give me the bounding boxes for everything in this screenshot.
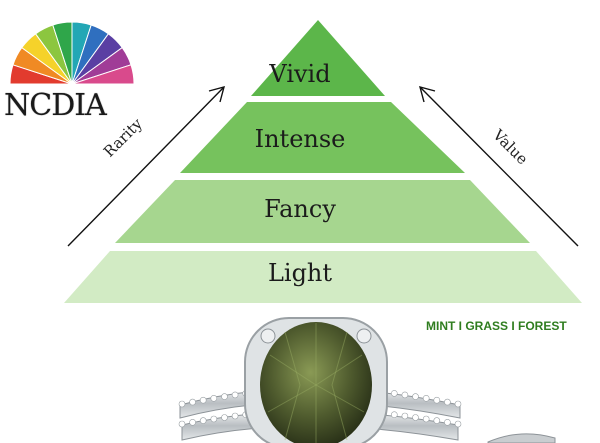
pave-diamond — [454, 400, 462, 408]
prong — [260, 328, 276, 344]
pave-diamond — [444, 418, 451, 426]
pave-diamond — [210, 415, 218, 423]
pave-diamond — [401, 391, 409, 399]
pave-diamond — [422, 394, 430, 402]
pave-diamond — [444, 398, 451, 406]
pave-diamond — [178, 420, 186, 428]
pave-diamond — [231, 412, 239, 420]
logo-text: NCDIA — [4, 88, 107, 123]
pave-diamond — [412, 414, 419, 421]
pave-diamond — [390, 390, 398, 397]
logo-fan-icon — [9, 21, 135, 85]
pave-diamond — [422, 415, 430, 423]
pyramid-tier-fancy — [115, 180, 530, 243]
pave-diamond — [189, 398, 196, 406]
ring-photo — [178, 317, 556, 443]
pave-diamond — [178, 400, 186, 408]
prong — [356, 328, 372, 344]
pave-diamond — [231, 391, 239, 399]
pyramid-tier-light — [64, 251, 582, 303]
ring-band-right — [487, 433, 556, 443]
pave-diamond — [199, 417, 207, 424]
value-arrow — [419, 86, 579, 247]
pave-diamond — [221, 414, 228, 421]
tier-label-fancy: Fancy — [264, 195, 336, 223]
pyramid-tier-vivid — [251, 20, 385, 96]
rarity-arrow — [67, 86, 225, 247]
pyramid-tier-intense — [180, 102, 465, 173]
pave-diamond — [433, 396, 441, 404]
pave-diamond — [454, 420, 462, 428]
pave-diamond — [401, 412, 409, 420]
pave-diamond — [412, 393, 419, 400]
color-names-caption: MINT I GRASS I FOREST — [426, 319, 567, 333]
pave-diamond — [189, 418, 196, 426]
center-stone — [260, 322, 372, 443]
logo-fan-wedge — [71, 64, 135, 85]
stone-facets — [267, 323, 365, 443]
pave-diamond — [433, 417, 441, 424]
tier-label-light: Light — [267, 259, 333, 287]
tier-label-vivid: Vivid — [269, 60, 331, 88]
pave-diamond — [390, 411, 398, 419]
pave-diamond — [199, 396, 207, 404]
pave-diamond — [221, 393, 228, 400]
tier-label-intense: Intense — [254, 125, 346, 153]
pave-diamond — [210, 394, 218, 402]
